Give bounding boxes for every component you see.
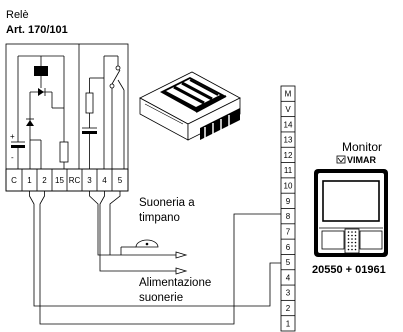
relay-switch-contact bbox=[109, 56, 125, 169]
grille-dot bbox=[351, 241, 353, 244]
terminal-block-label: 8 bbox=[286, 212, 291, 221]
grille-dot bbox=[351, 231, 353, 233]
terminal-block-label: 4 bbox=[286, 273, 291, 282]
wiring bbox=[29, 191, 281, 325]
relay-terminal-label: 5 bbox=[118, 176, 123, 185]
terminal-block-label: 1 bbox=[286, 319, 291, 328]
relay-title: Relè bbox=[6, 9, 29, 21]
relay-terminal-label: 1 bbox=[27, 176, 32, 185]
relay-module: C 1 2 15 RC 3 4 5 bbox=[5, 43, 129, 192]
relay-right-circuit bbox=[82, 55, 125, 169]
grille-dot bbox=[354, 234, 357, 237]
grille-dot bbox=[351, 245, 353, 247]
terminal-block-label: 6 bbox=[286, 243, 291, 252]
relay-terminal-label: 4 bbox=[102, 176, 107, 185]
grille-dot bbox=[354, 241, 357, 244]
resistor-rc-symbol bbox=[85, 92, 94, 114]
grille-dot bbox=[354, 231, 357, 233]
relay-terminal-dividers bbox=[21, 169, 113, 191]
monitor-button bbox=[321, 230, 345, 250]
grille-dot bbox=[351, 238, 353, 240]
terminal-block-label: 3 bbox=[286, 289, 291, 298]
power-label-line2: suonerie bbox=[139, 292, 183, 304]
bell-label-line2: timpano bbox=[139, 212, 180, 224]
terminal-block-label: 7 bbox=[286, 227, 291, 236]
relay-coil-symbol bbox=[34, 66, 48, 76]
monitor-screen bbox=[322, 180, 380, 222]
capacitor-symbol bbox=[11, 56, 25, 169]
grille-dot bbox=[354, 248, 357, 251]
terminal-block-label: 10 bbox=[284, 182, 293, 191]
grille-dot bbox=[347, 241, 350, 244]
relay-terminal-label: RC bbox=[69, 176, 81, 185]
diode-symbol bbox=[30, 88, 52, 96]
monitor-device bbox=[314, 169, 388, 257]
relay-device-illustration bbox=[139, 71, 241, 141]
monitor-brand: VIMAR bbox=[347, 155, 377, 165]
bell-icon bbox=[135, 239, 159, 248]
terminal-block-label: 13 bbox=[284, 136, 293, 145]
grille-dot bbox=[347, 231, 350, 233]
bell-label-line1: Suoneria a bbox=[139, 197, 195, 209]
relay-terminal-label: 3 bbox=[87, 176, 92, 185]
terminal-block-cells: MV 14 13 12 11 10 9 8 7 6 5 4 3 2 1 bbox=[281, 90, 295, 328]
grille-dot bbox=[347, 234, 350, 237]
monitor-grille-dots bbox=[347, 231, 357, 251]
monitor-title: Monitor bbox=[342, 140, 382, 154]
grille-dot bbox=[351, 248, 353, 251]
monitor-model: 20550 + 01961 bbox=[312, 264, 386, 276]
grille-dot bbox=[347, 248, 350, 251]
power-label-line1: Alimentazione bbox=[139, 277, 211, 289]
polarity-plus: + bbox=[10, 132, 15, 141]
relay-terminal-label: 15 bbox=[55, 176, 64, 185]
polarity-minus: - bbox=[11, 153, 14, 162]
grille-dot bbox=[354, 238, 357, 240]
terminal-block-label: 11 bbox=[284, 166, 293, 175]
monitor-button bbox=[359, 230, 383, 250]
relay-terminal-label: C bbox=[11, 176, 17, 185]
terminal-block-label: 14 bbox=[284, 120, 293, 129]
relay-terminal-label: 2 bbox=[42, 176, 47, 185]
terminal-block-label: 9 bbox=[286, 197, 291, 206]
grille-dot bbox=[347, 238, 350, 240]
vimar-logo: VIMAR bbox=[336, 155, 377, 165]
terminal-block-label: V bbox=[285, 105, 291, 114]
relay-article: Art. 170/101 bbox=[6, 24, 68, 36]
resistor-symbol bbox=[59, 141, 69, 163]
terminal-block-label: M bbox=[285, 90, 292, 99]
grille-dot bbox=[351, 234, 353, 237]
grille-dot bbox=[354, 245, 357, 247]
diode-vertical-symbol bbox=[26, 118, 34, 126]
relay-left-circuit: + - bbox=[10, 55, 69, 169]
terminal-block-label: 2 bbox=[286, 304, 291, 313]
grille-dot bbox=[347, 245, 350, 247]
terminal-block-label: 5 bbox=[286, 258, 291, 267]
terminal-block-label: 12 bbox=[284, 151, 293, 160]
